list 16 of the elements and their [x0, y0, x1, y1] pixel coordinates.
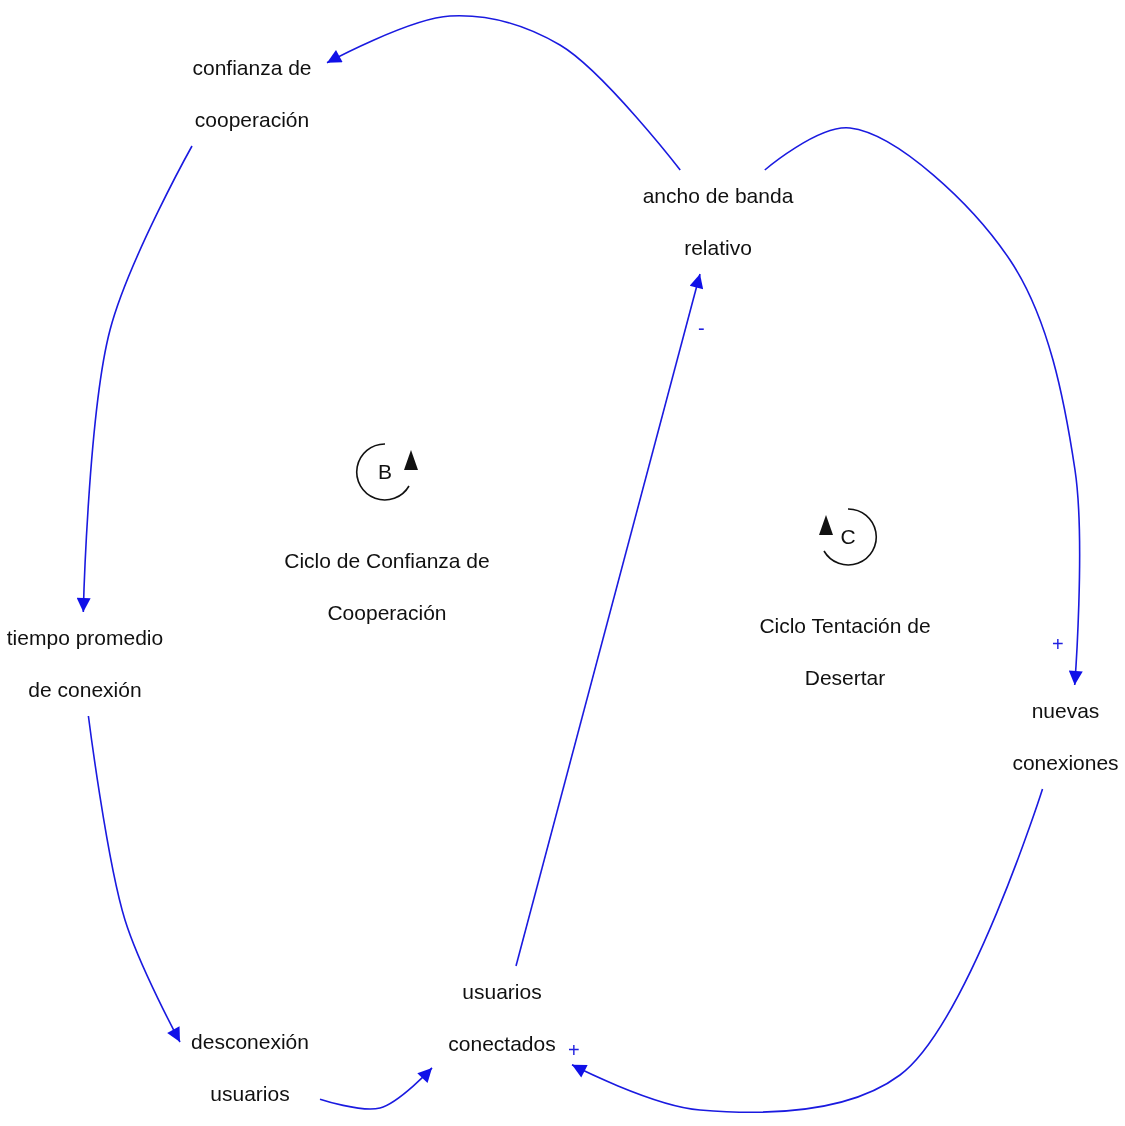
arrow	[326, 14, 681, 171]
loop-letter: B	[377, 459, 393, 485]
arrow	[764, 127, 1083, 686]
loop-letter: C	[839, 524, 857, 550]
arrow	[76, 145, 193, 613]
variable-label: confianza de cooperación	[177, 42, 327, 146]
loop-name: Ciclo Tentación de Desertar	[758, 613, 932, 691]
variable-label: desconexión usuarios	[180, 1016, 320, 1120]
arrow	[571, 788, 1044, 1114]
arrow	[515, 273, 704, 967]
loop-name: Ciclo de Confianza de Cooperación	[283, 548, 491, 626]
arrow	[87, 715, 181, 1043]
variable-label: tiempo promedio de conexión	[0, 612, 170, 716]
variable-label: ancho de banda relativo	[628, 170, 808, 274]
variable-label: nuevas conexiones	[1008, 685, 1123, 789]
arrow	[319, 1067, 433, 1110]
